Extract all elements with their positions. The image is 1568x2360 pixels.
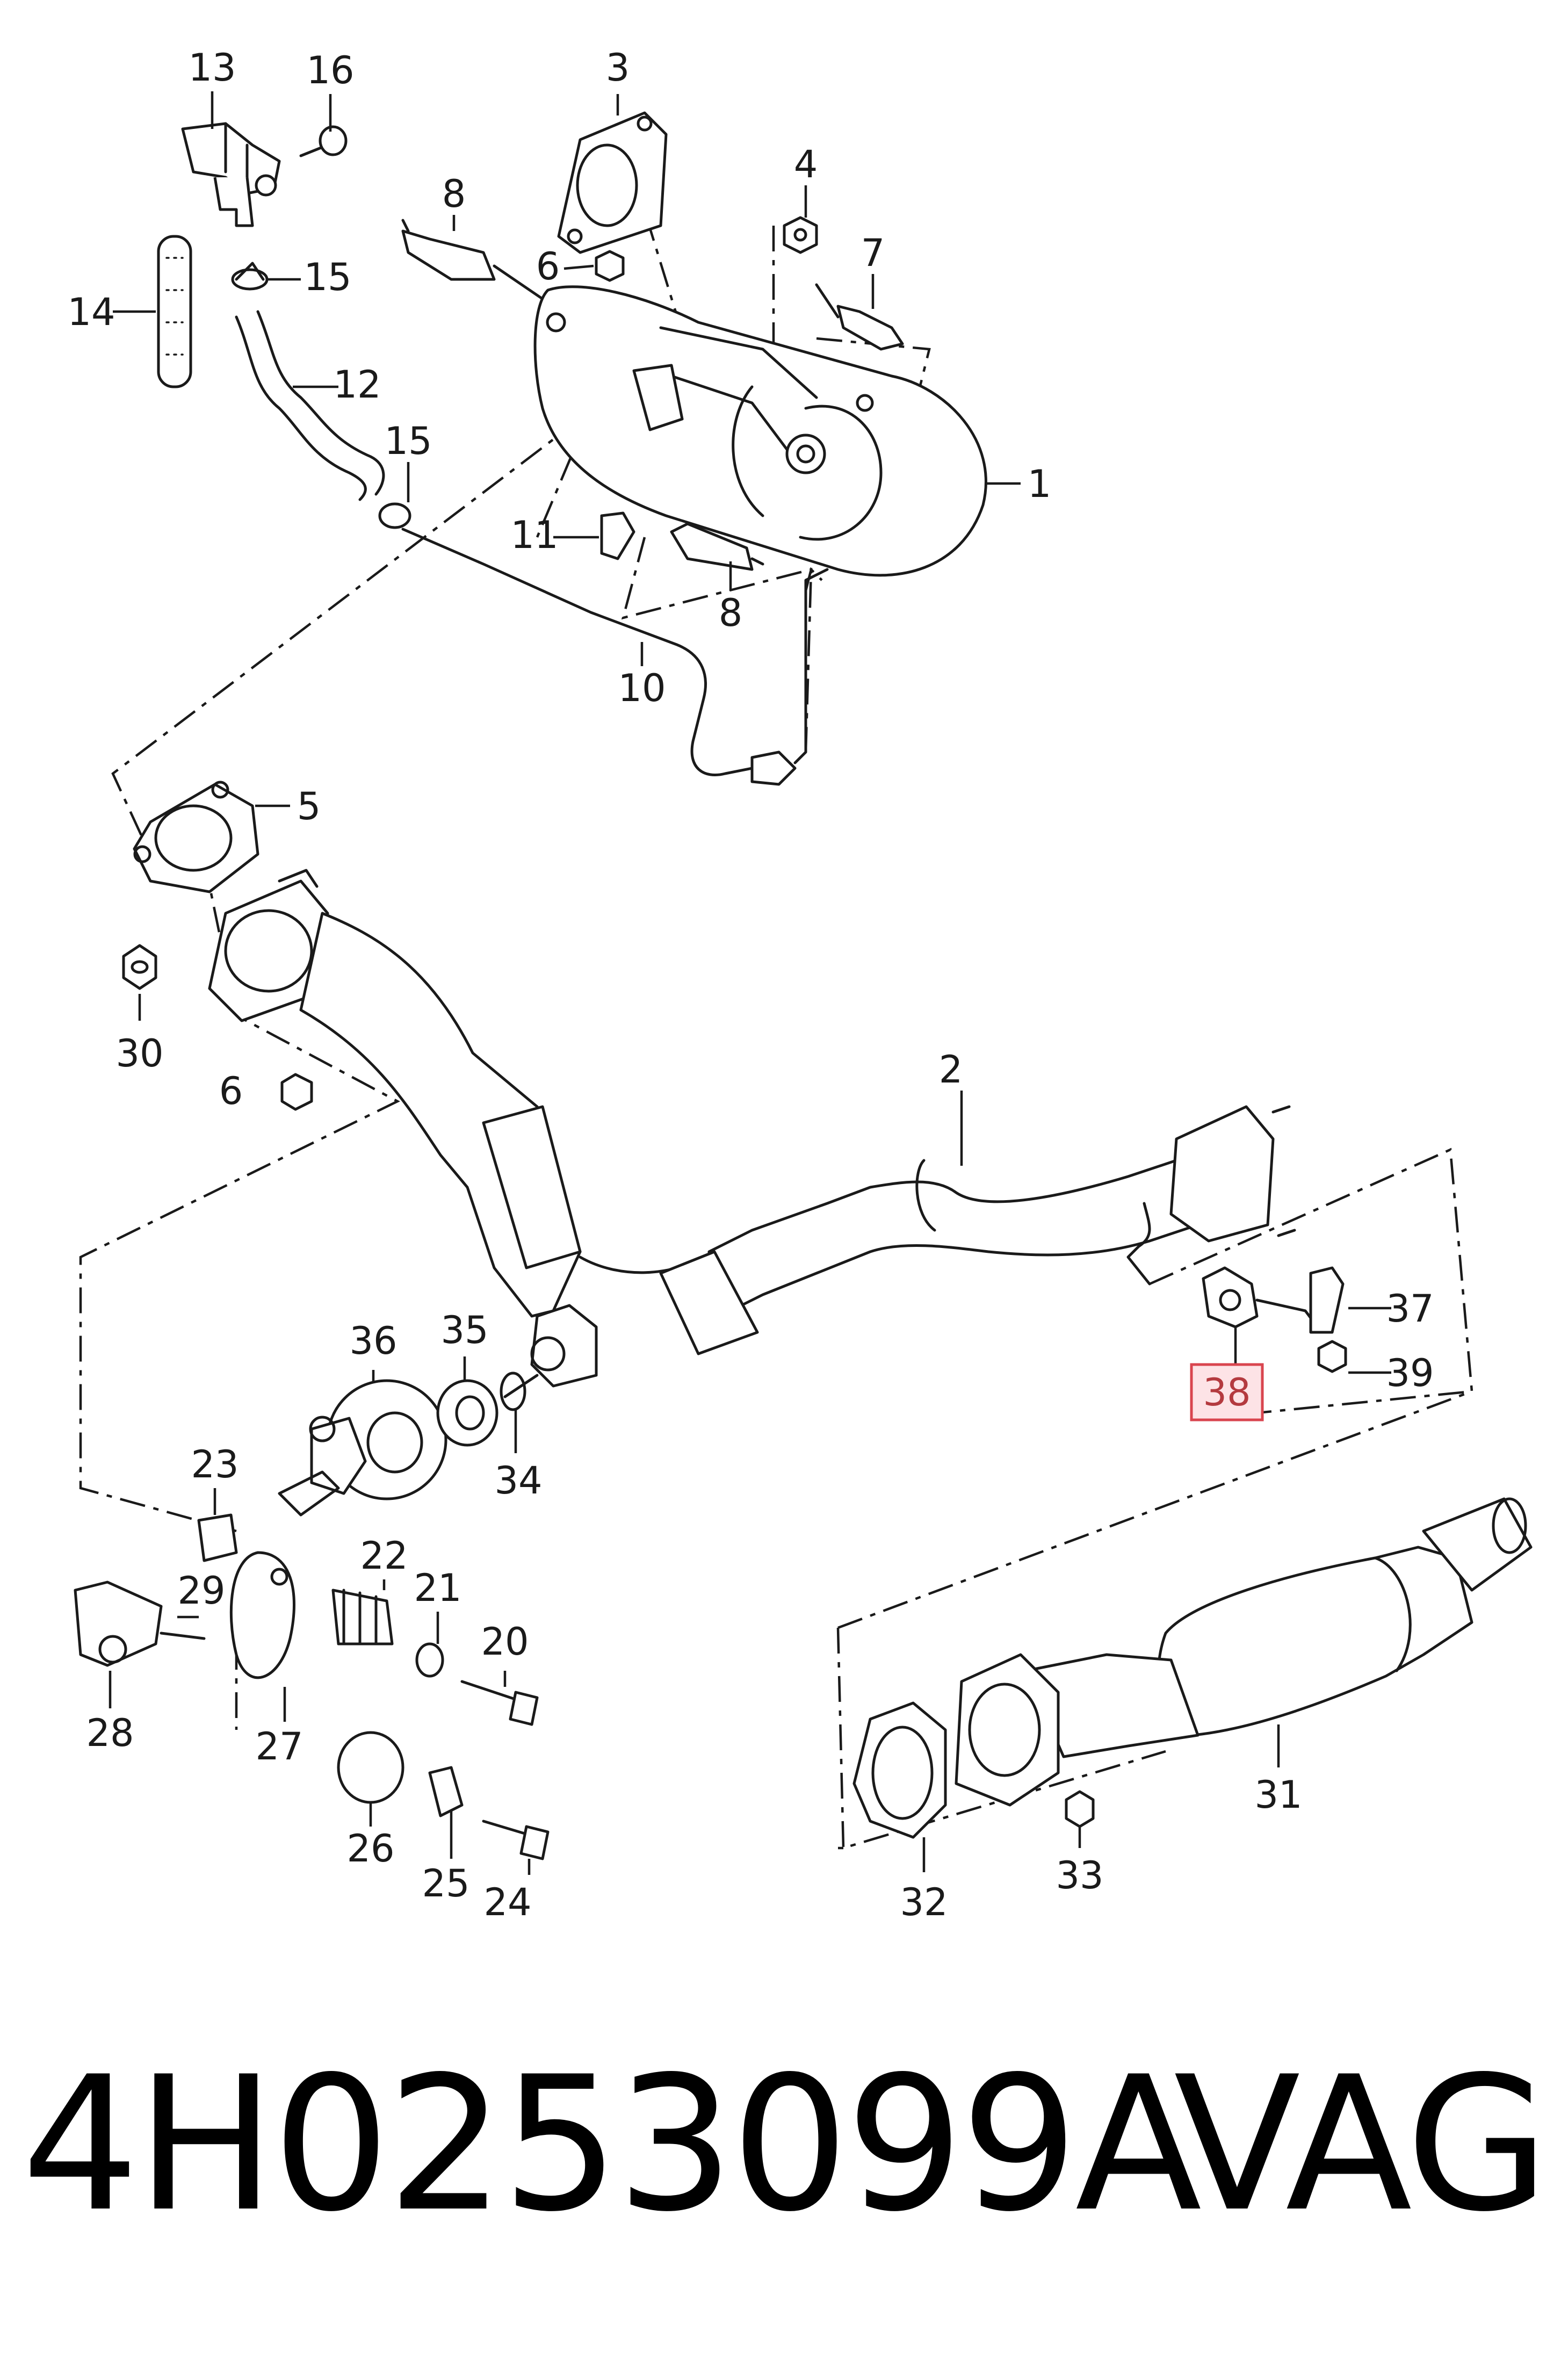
- callout-38-label: 38: [1203, 1370, 1251, 1414]
- callout-32: 32: [900, 1880, 948, 1924]
- clamp-15: [231, 262, 411, 529]
- callout-15-mid: 15: [384, 419, 432, 463]
- bracket-11: [600, 511, 635, 560]
- callout-35: 35: [440, 1308, 488, 1352]
- callout-36: 36: [349, 1319, 397, 1363]
- nut-39: [1317, 1340, 1347, 1373]
- actuator-36: [278, 1379, 447, 1517]
- nut-30: [122, 944, 157, 990]
- callout-21: 21: [414, 1566, 461, 1610]
- callout-25: 25: [422, 1861, 469, 1906]
- callout-15-top: 15: [304, 255, 351, 299]
- gasket-32: [852, 1701, 947, 1839]
- callout-30: 30: [115, 1031, 163, 1076]
- callout-labels: 13 16 3 8 4 6 15 7 14 12 15 1 11 8 10 5 …: [67, 46, 1434, 1924]
- callout-2: 2: [939, 1048, 963, 1092]
- callout-10: 10: [618, 666, 666, 710]
- callout-20: 20: [481, 1620, 529, 1664]
- bolt-16: [299, 125, 348, 157]
- callout-16: 16: [306, 48, 354, 92]
- callout-29: 29: [177, 1569, 225, 1613]
- catalytic-converter-31: [955, 1497, 1533, 1807]
- callout-5: 5: [297, 784, 321, 828]
- bracket-37: [1255, 1266, 1345, 1334]
- temperature-sensor-10: [401, 528, 829, 786]
- callout-7: 7: [861, 231, 885, 275]
- callout-1: 1: [1028, 462, 1052, 506]
- brand-name: VAG: [1174, 2037, 1549, 2253]
- part-number: 4H0253099A: [21, 2037, 1202, 2253]
- callout-14: 14: [67, 290, 115, 334]
- nut-33: [1065, 1790, 1095, 1828]
- nut-4: [783, 216, 818, 254]
- callout-27: 27: [255, 1724, 303, 1769]
- nut-6: [280, 250, 625, 1111]
- callout-33: 33: [1056, 1853, 1103, 1897]
- hose-12: [235, 310, 385, 501]
- callout-39: 39: [1386, 1351, 1434, 1395]
- mount-hardware: [74, 1513, 550, 1860]
- callout-26: 26: [346, 1827, 394, 1871]
- bush-38: [1202, 1266, 1259, 1329]
- downpipe-2: [208, 869, 1296, 1388]
- callout-13: 13: [188, 46, 236, 90]
- callout-28: 28: [86, 1711, 134, 1755]
- hose-14: [157, 235, 192, 388]
- callout-31: 31: [1254, 1773, 1302, 1817]
- callout-12: 12: [333, 363, 381, 407]
- callout-34: 34: [494, 1459, 542, 1503]
- callout-3: 3: [606, 46, 630, 90]
- callout-8-top: 8: [442, 172, 466, 216]
- leader-lines: [109, 91, 1391, 1875]
- highlighted-callout-38: 38: [1190, 1363, 1264, 1421]
- pressure-sensor-13: [181, 122, 281, 227]
- gasket-5: [133, 781, 259, 893]
- callout-11: 11: [510, 513, 558, 557]
- callout-37: 37: [1386, 1287, 1434, 1331]
- callout-8-mid: 8: [719, 591, 743, 635]
- callout-6-top: 6: [536, 244, 560, 288]
- lambda-sensor-7: [815, 283, 904, 351]
- callout-6-mid: 6: [219, 1069, 243, 1113]
- callout-4: 4: [794, 142, 818, 186]
- snap-ring-34: [500, 1372, 539, 1411]
- callout-22: 22: [360, 1534, 408, 1578]
- callout-23: 23: [191, 1442, 239, 1486]
- particulate-filter-1: [533, 285, 987, 577]
- flange-35: [436, 1379, 498, 1447]
- gasket-3: [557, 111, 668, 254]
- callout-24: 24: [483, 1880, 531, 1924]
